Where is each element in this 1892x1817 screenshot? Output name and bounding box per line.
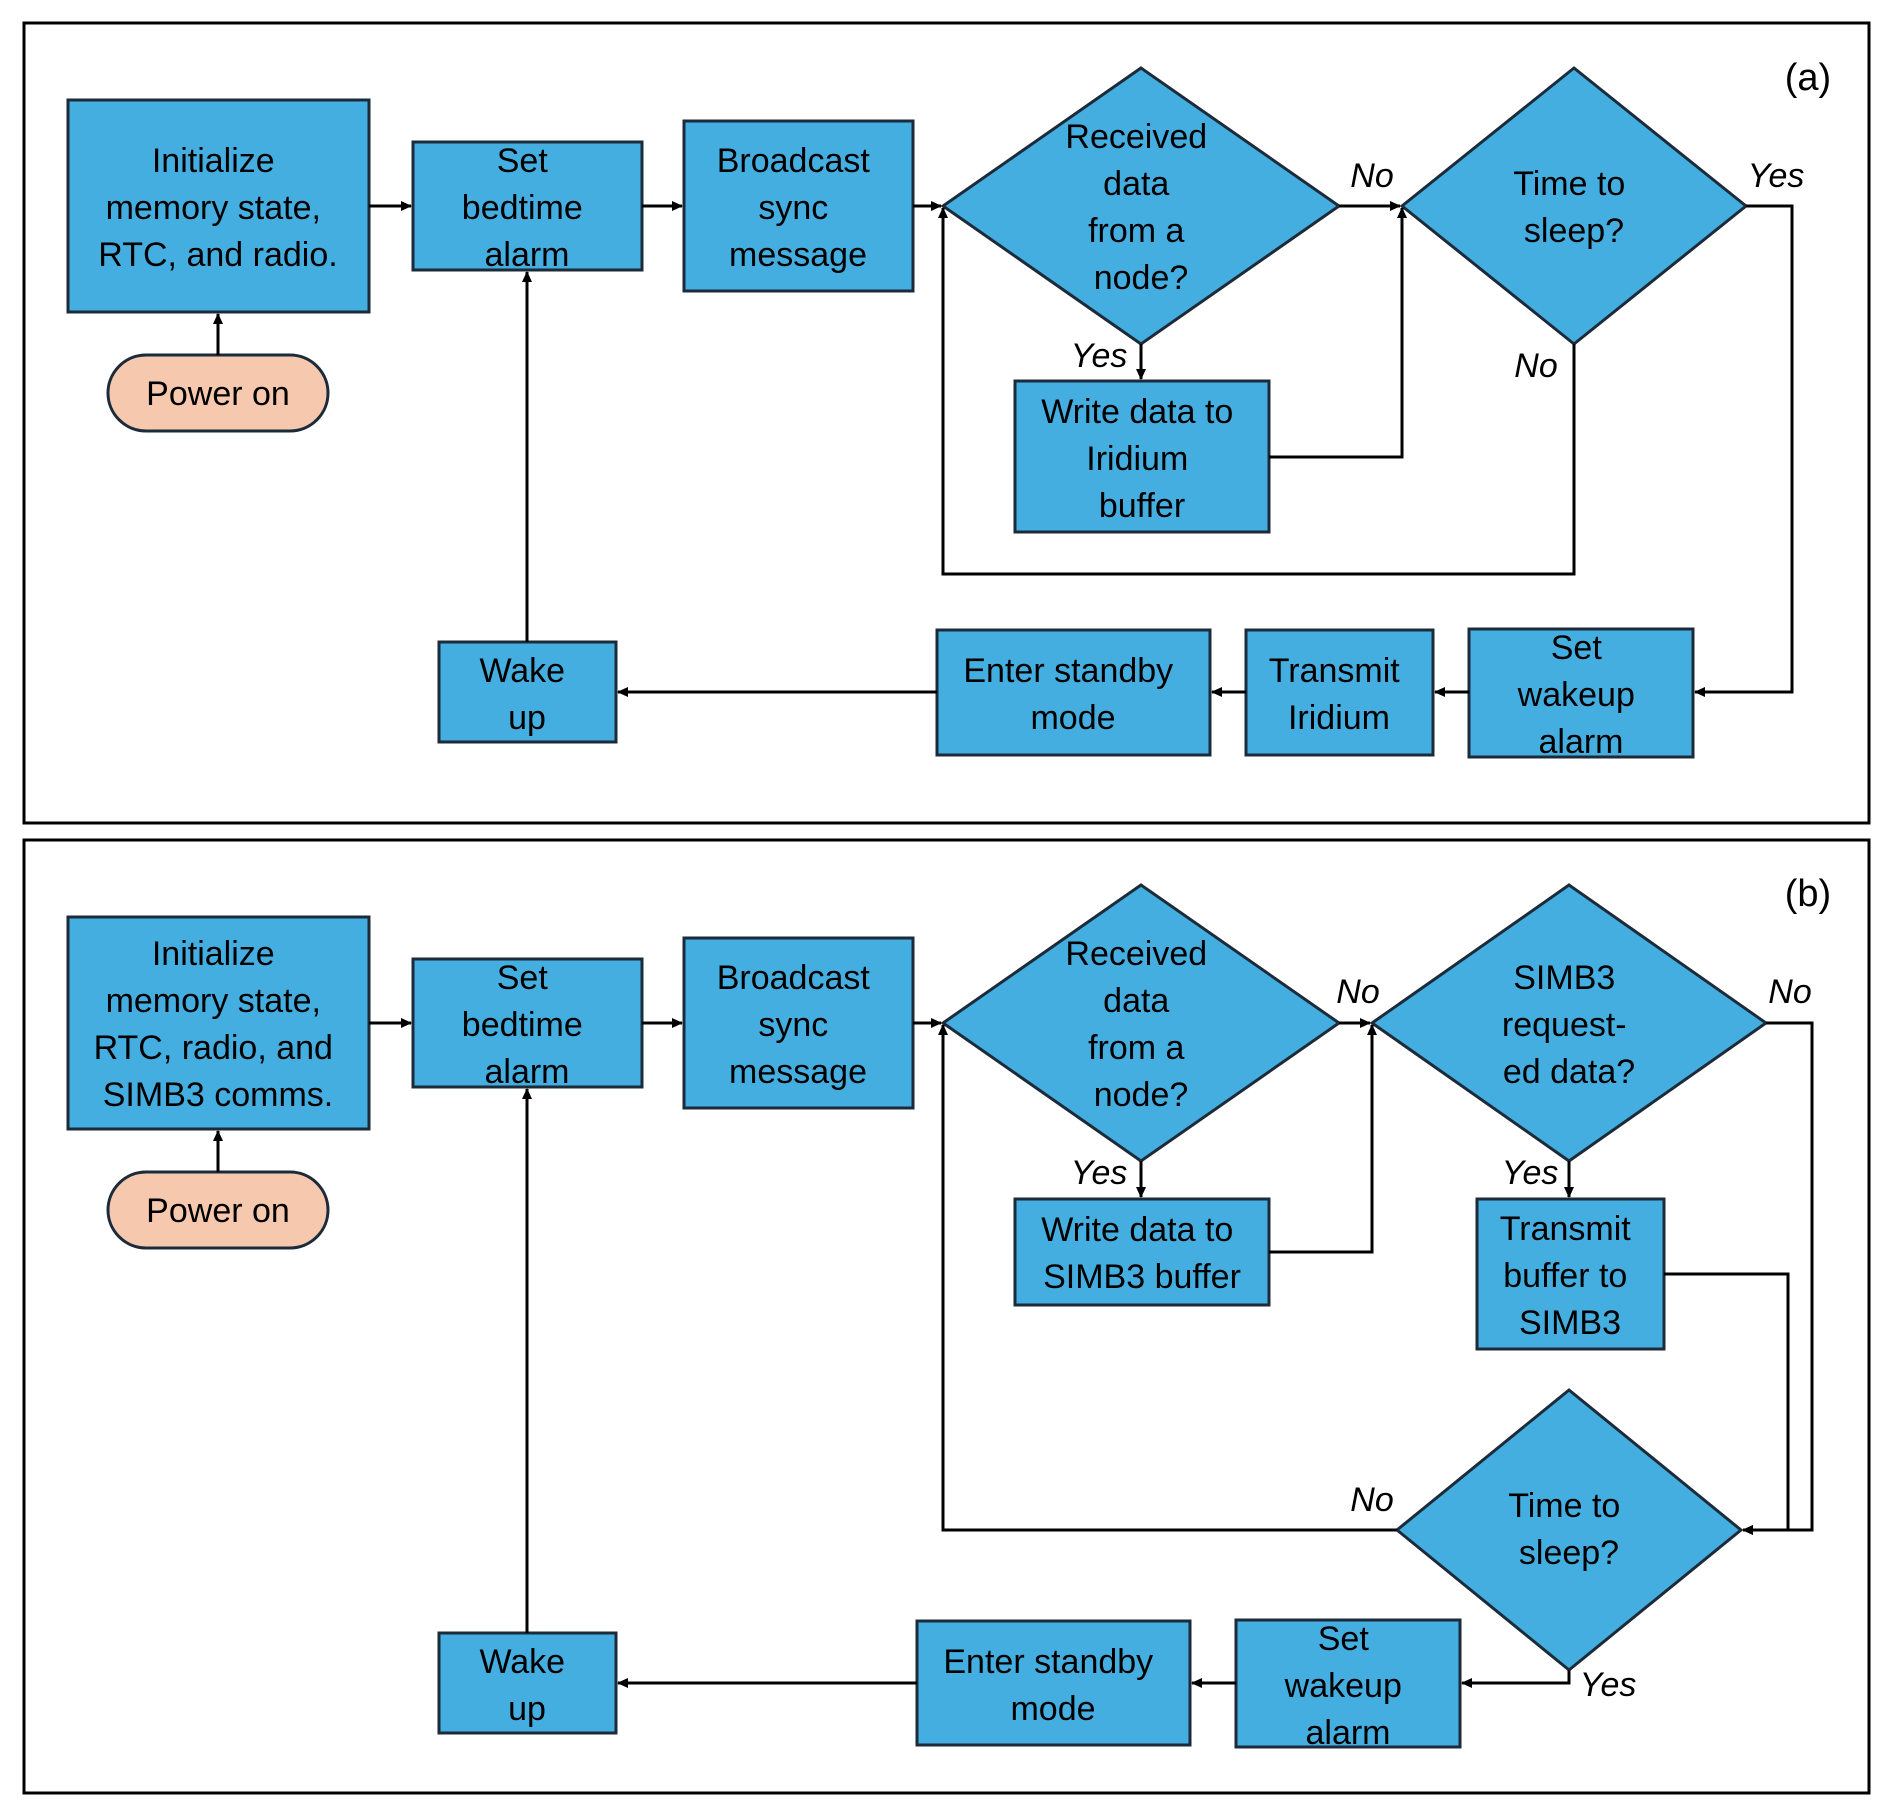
b-wake-up-text: Wake up	[479, 1643, 574, 1728]
b-sleep-no-label: No	[1350, 1481, 1393, 1519]
b-write-text: Write data to SIMB3 buffer	[1041, 1211, 1243, 1296]
a-received-text: Received data from a node?	[1065, 118, 1216, 297]
b-bedtime-text: Set bedtime alarm	[462, 959, 592, 1091]
a-power-on-text: Power on	[146, 375, 290, 413]
b-broadcast-text: Broadcast sync message	[717, 959, 880, 1091]
a-standby-text: Enter standby mode	[963, 652, 1182, 737]
a-write-box: Write data to Iridium buffer	[1013, 379, 1271, 534]
a-sleep-no-label: No	[1514, 347, 1557, 385]
a-edge-write-to-sleep	[1269, 207, 1407, 459]
b-transmit-buffer-box: Transmit buffer to SIMB3	[1475, 1197, 1666, 1351]
b-received-text: Received data from a node?	[1065, 935, 1216, 1114]
b-power-on-text: Power on	[146, 1192, 290, 1230]
a-write-text: Write data to Iridium buffer	[1041, 393, 1243, 525]
b-bedtime-box: Set bedtime alarm	[411, 957, 644, 1091]
panel-b-frame	[22, 838, 1871, 1795]
a-power-on-terminal: Power on	[106, 353, 330, 433]
b-edge-write-to-simb3	[1269, 1024, 1377, 1254]
b-received-diamond: Received data from a node?	[940, 883, 1342, 1163]
a-wake-up-text: Wake up	[479, 652, 574, 737]
a-edge-sleep-yes-to-wakeup-alarm	[1694, 204, 1794, 697]
a-transmit-box: Transmit Iridium	[1244, 628, 1435, 757]
b-wake-up-box: Wake up	[437, 1631, 618, 1735]
a-broadcast-box: Broadcast sync message	[682, 119, 915, 293]
a-init-text: Initialize memory state, RTC, and radio.	[98, 142, 337, 274]
panel-a: (a) Initialize memory state, RTC, and ra…	[22, 21, 1871, 825]
b-edge-sleep-no-loop	[938, 1024, 1397, 1532]
b-init-text: Initialize memory state, RTC, radio, and…	[94, 935, 343, 1114]
a-sleep-text: Time to sleep?	[1513, 165, 1635, 250]
a-transmit-text: Transmit Iridium	[1269, 652, 1409, 737]
b-standby-box: Enter standby mode	[915, 1619, 1192, 1747]
b-simb3-requested-diamond: SIMB3 request- ed data?	[1369, 883, 1769, 1163]
panel-a-label: (a)	[1785, 57, 1831, 99]
b-standby-text: Enter standby mode	[943, 1643, 1162, 1728]
a-standby-box: Enter standby mode	[935, 628, 1212, 757]
a-received-diamond: Received data from a node?	[940, 66, 1342, 346]
b-sleep-yes-label: Yes	[1580, 1666, 1637, 1704]
b-power-on-terminal: Power on	[106, 1170, 330, 1250]
b-edge-simb3-no-to-sleep	[1742, 1021, 1814, 1535]
a-sleep-yes-label: Yes	[1748, 157, 1805, 195]
a-bedtime-box: Set bedtime alarm	[411, 140, 644, 274]
b-init-box: Initialize memory state, RTC, radio, and…	[66, 915, 371, 1131]
b-transmit-buffer-text: Transmit buffer to SIMB3	[1500, 1210, 1640, 1342]
b-sleep-text: Time to sleep?	[1508, 1487, 1630, 1572]
a-bedtime-text: Set bedtime alarm	[462, 142, 592, 274]
panel-b: (b) Initialize memory state, RTC, radio,…	[22, 838, 1871, 1795]
b-received-yes-label: Yes	[1071, 1154, 1128, 1192]
b-sleep-diamond: Time to sleep?	[1394, 1388, 1744, 1672]
a-received-no-label: No	[1350, 157, 1393, 195]
b-broadcast-box: Broadcast sync message	[682, 936, 915, 1110]
a-init-box: Initialize memory state, RTC, and radio.	[66, 98, 371, 314]
a-wake-up-box: Wake up	[437, 640, 618, 744]
b-simb3-yes-label: Yes	[1502, 1154, 1559, 1192]
b-wakeup-alarm-box: Set wakeup alarm	[1234, 1618, 1462, 1752]
panel-a-frame	[22, 21, 1871, 825]
a-wakeup-alarm-box: Set wakeup alarm	[1467, 627, 1695, 761]
b-received-no-label: No	[1336, 973, 1379, 1011]
a-received-yes-label: Yes	[1071, 337, 1128, 375]
a-broadcast-text: Broadcast sync message	[717, 142, 880, 274]
panel-b-label: (b)	[1785, 873, 1831, 915]
a-sleep-diamond: Time to sleep?	[1399, 66, 1749, 346]
a-edge-sleep-no-loop	[938, 207, 1576, 576]
b-wakeup-alarm-text: Set wakeup alarm	[1284, 1620, 1412, 1752]
b-simb3-requested-text: SIMB3 request- ed data?	[1502, 959, 1636, 1091]
b-simb3-no-label: No	[1768, 973, 1811, 1011]
a-wakeup-alarm-text: Set wakeup alarm	[1517, 629, 1645, 761]
b-write-box: Write data to SIMB3 buffer	[1013, 1197, 1271, 1307]
b-edge-sleep-yes-to-wakeup-alarm	[1461, 1670, 1571, 1688]
